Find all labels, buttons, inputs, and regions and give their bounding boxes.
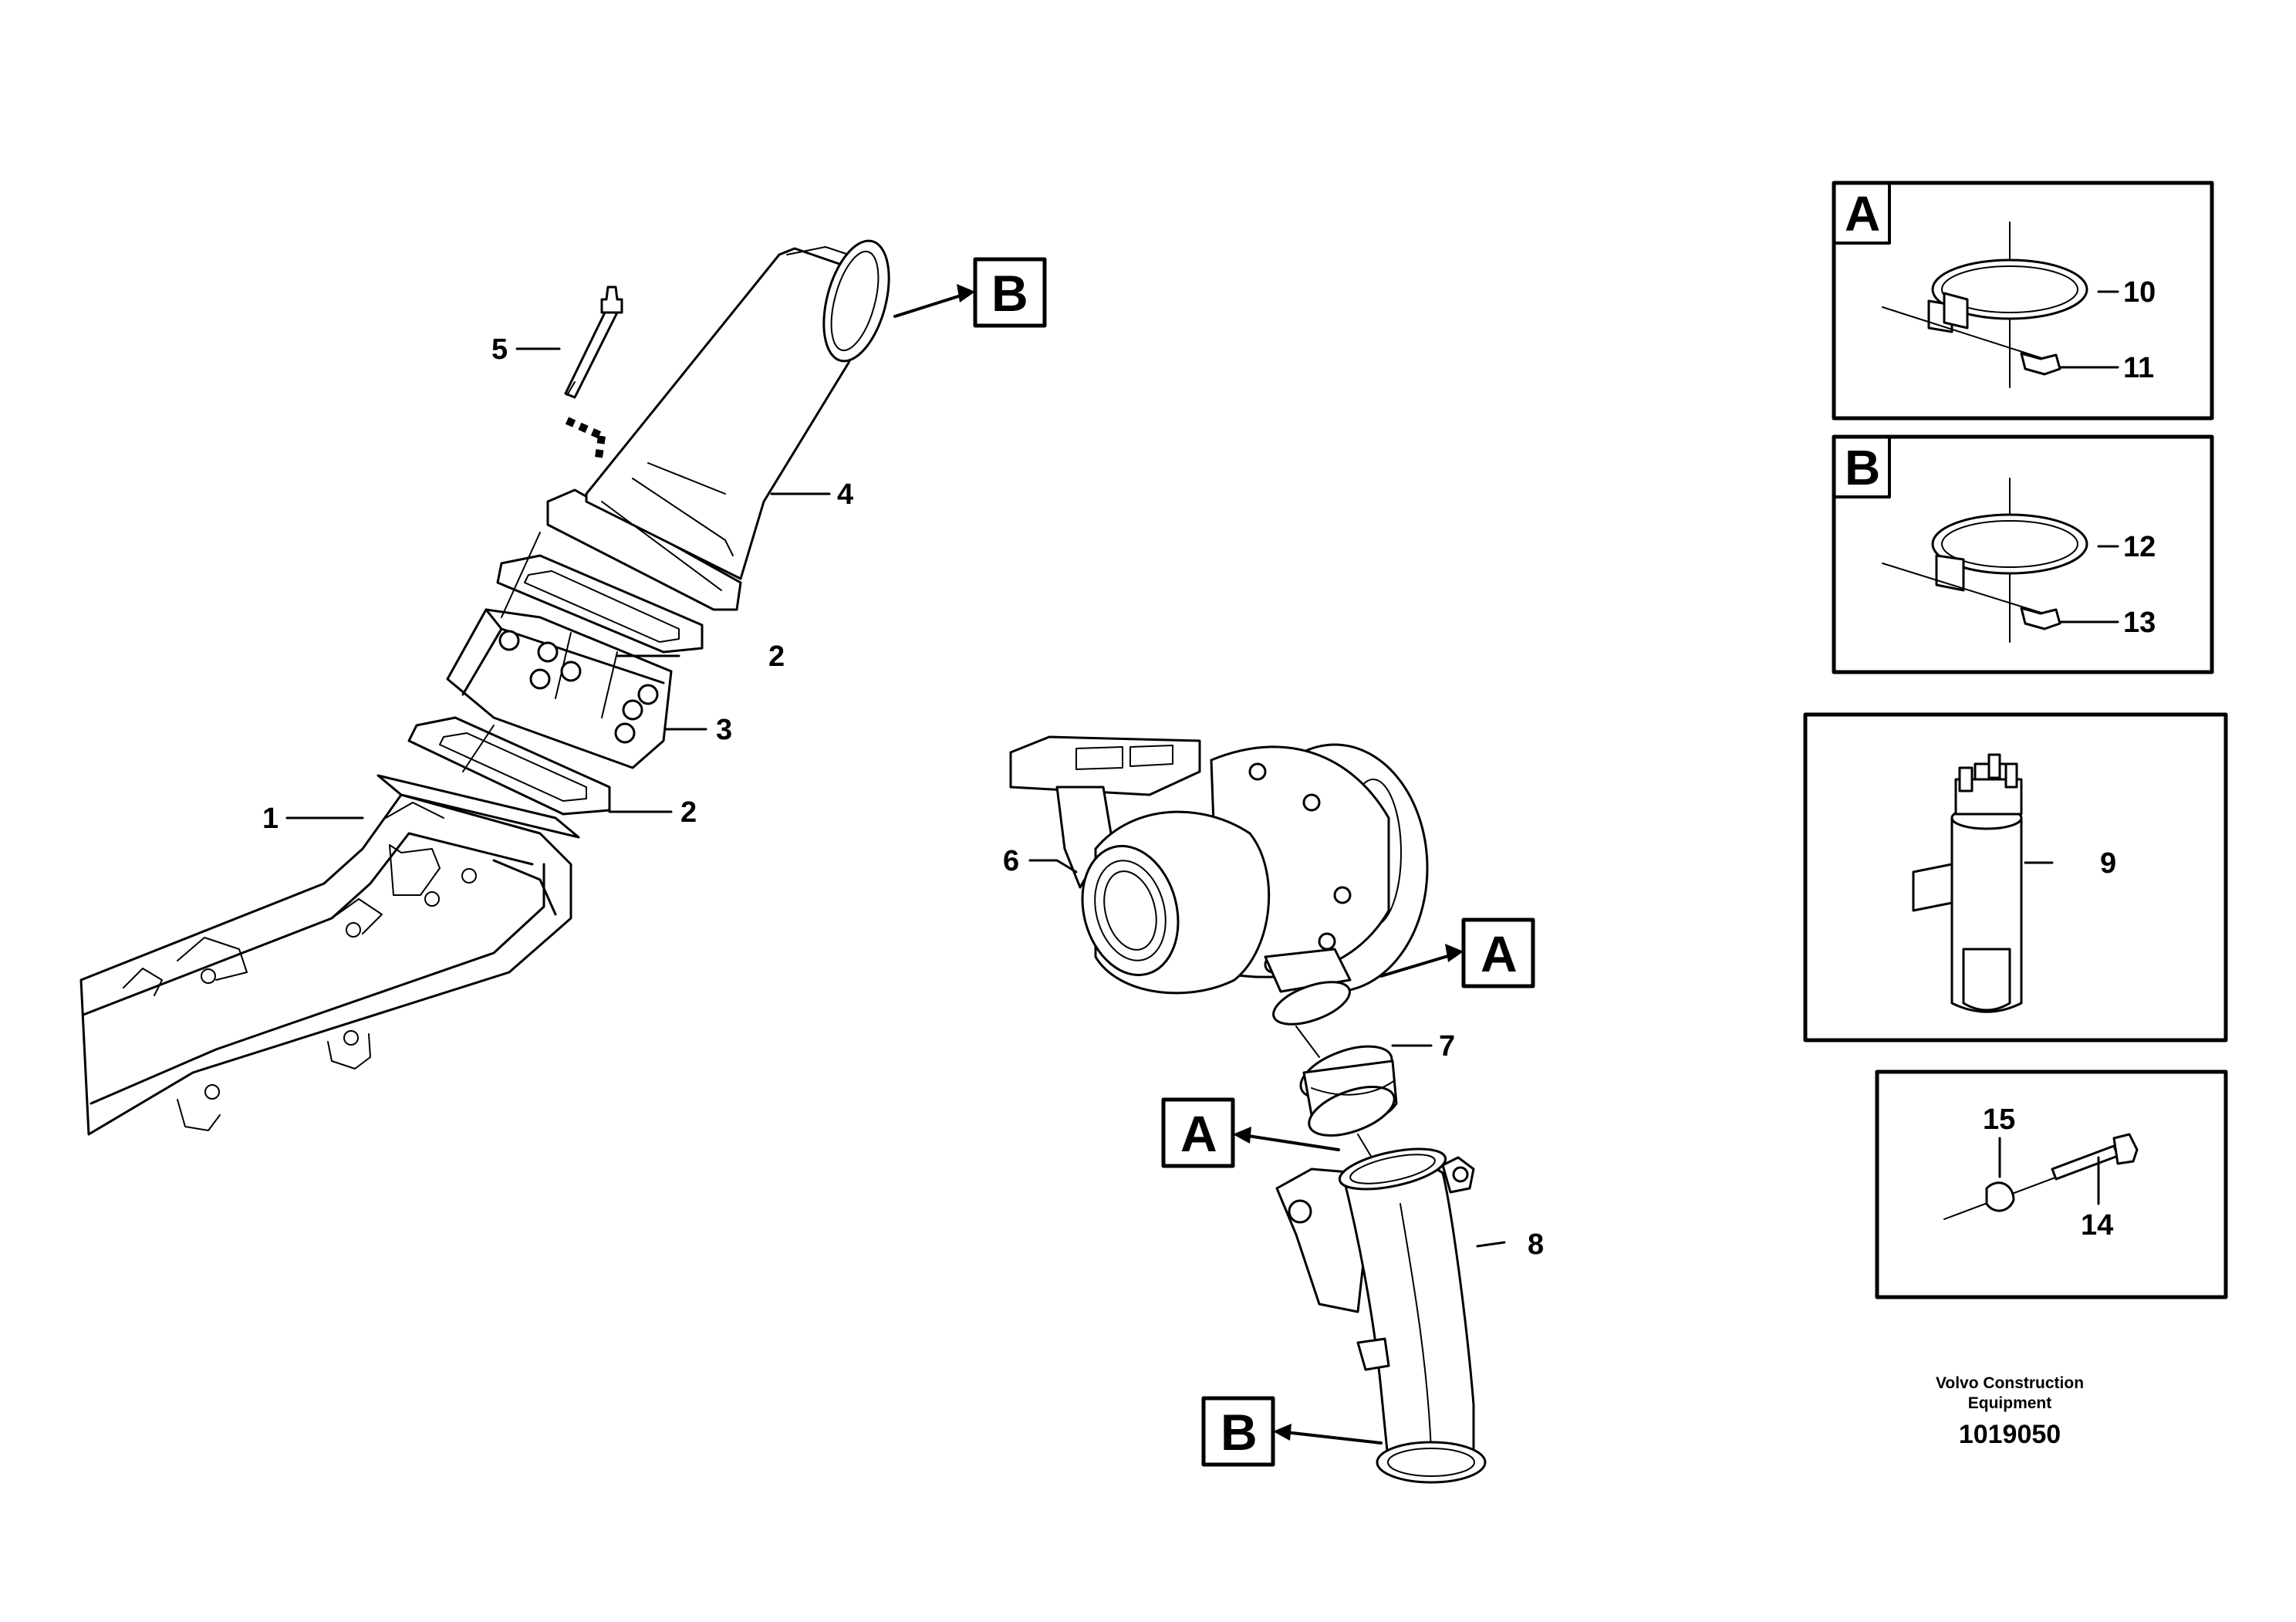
- detail-panel-b: [1832, 434, 2214, 674]
- gasket-upper: [496, 554, 704, 654]
- ref-marker-b-top: [893, 257, 1047, 328]
- callout-2-upper: 2: [768, 640, 785, 673]
- detail-panel-relay: [1803, 712, 2228, 1042]
- callout-labels: 1 2 2 3 4 5 6 7 8 9 10 11 12 13 14 15: [262, 276, 2156, 1261]
- turbocharger: [1009, 735, 1429, 995]
- callout-11: 11: [2123, 352, 2154, 384]
- footer: Volvo Construction Equipment 1019050: [1936, 1374, 2084, 1449]
- leader-lines: [285, 347, 1506, 1248]
- ref-letter-a-turbo: A: [1481, 925, 1518, 982]
- ref-marker-a-pipe: [1161, 1097, 1340, 1168]
- callout-15: 15: [1983, 1103, 2015, 1136]
- callout-6: 6: [1003, 845, 1019, 877]
- callout-14: 14: [2081, 1209, 2113, 1242]
- callout-10: 10: [2123, 276, 2156, 309]
- ref-marker-a-turbo: [1379, 917, 1535, 988]
- exhaust-elbow: [546, 239, 890, 611]
- ref-marker-b-bottom: [1201, 1396, 1383, 1467]
- ref-letter-a-pipe: A: [1180, 1105, 1217, 1162]
- panel-a-letter: A: [1845, 186, 1880, 242]
- callout-12: 12: [2123, 531, 2156, 563]
- callout-8: 8: [1528, 1228, 1544, 1261]
- maker-name-line1: Volvo Construction: [1936, 1374, 2084, 1392]
- callout-3: 3: [716, 714, 732, 746]
- callout-5: 5: [491, 333, 508, 366]
- detail-panel-bolt-nut: [1875, 1070, 2228, 1299]
- ref-letter-b-bottom: B: [1221, 1404, 1258, 1461]
- hose-coupling: [1272, 981, 1398, 1174]
- callout-13: 13: [2123, 607, 2156, 639]
- reference-marker-letters: B A A B: [991, 265, 1518, 1461]
- inlet-pipe: [1275, 1147, 1487, 1484]
- detail-panel-a: [1832, 181, 2214, 421]
- explode-axis-left: [462, 532, 541, 772]
- detail-panel-letters: A B: [1845, 186, 1880, 495]
- callout-2-lower: 2: [680, 796, 697, 829]
- callout-4: 4: [837, 478, 853, 511]
- callout-9: 9: [2100, 847, 2116, 880]
- panel-b-letter: B: [1845, 440, 1880, 495]
- callout-7: 7: [1439, 1030, 1455, 1063]
- bolt-elbow: [564, 286, 623, 464]
- callout-1: 1: [262, 803, 279, 835]
- maker-name-line2: Equipment: [1968, 1394, 2052, 1412]
- gasket-lower: [407, 716, 611, 816]
- flange-block: [446, 608, 673, 769]
- document-number: 1019050: [1959, 1420, 2061, 1449]
- exhaust-manifold: [79, 774, 580, 1136]
- ref-letter-b-top: B: [991, 265, 1028, 322]
